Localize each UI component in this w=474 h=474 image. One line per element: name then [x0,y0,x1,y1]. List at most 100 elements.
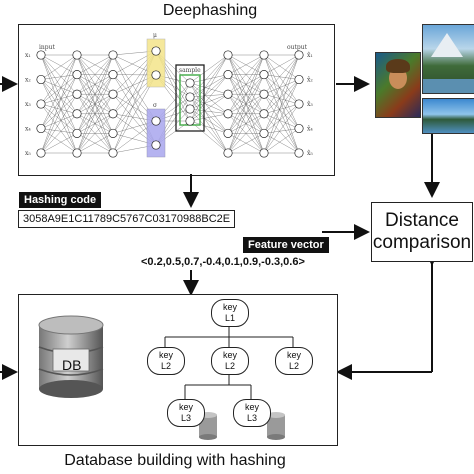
nn-node [108,109,118,119]
nn-connection [189,82,229,134]
nn-connection [40,128,78,154]
nn-node [294,74,304,85]
key-node-level: L3 [180,413,191,423]
input-node-label: x₅ [25,150,31,157]
nn-connection [76,54,114,154]
key-node-level: L3 [246,413,257,423]
nn-connection [76,113,114,154]
key-node-level: L2 [224,361,235,371]
input-label: input [39,44,55,51]
mountain-landscape-image [422,24,474,94]
nn-connection [263,54,300,80]
sigma-label: σ [153,102,157,109]
nn-node [185,92,195,102]
nn-connection [189,54,229,110]
nn-connection [263,54,300,134]
key-node-label: key [244,402,259,412]
hashing-code-label: Hashing code [19,192,102,208]
nn-connection [189,54,229,84]
database-building-title: Database building with hashing [64,452,286,469]
nn-node [72,50,82,60]
nn-connection [189,120,229,134]
nn-connection [263,103,300,134]
nn-connection [40,94,78,154]
nn-node [108,50,118,60]
deephashing-title: Deephashing [162,2,258,19]
nn-node [108,148,118,158]
nn-node [36,148,46,158]
nn-connection [227,54,265,95]
nn-connection [189,54,229,98]
nn-connection [189,74,229,122]
nn-connection [189,96,229,154]
key-node-level: L2 [288,361,299,371]
nn-connection [40,113,78,129]
portrait-painting-image [375,52,421,118]
nn-connection [189,74,229,110]
distance-comparison-box: Distance comparison [371,202,473,262]
nn-connection [112,74,157,154]
key-node-right: key L2 [275,347,313,375]
nn-connection [40,74,78,129]
key-node-leaf-1: key L3 [167,399,205,427]
nn-connection [76,74,114,154]
nn-connection [40,94,78,105]
database-panel: DB key L1 key L2 [18,294,338,446]
output-label: output [287,44,308,51]
nn-connection [263,74,300,80]
nn-connection [40,79,78,114]
nn-connection [263,94,300,105]
nn-node [36,123,46,134]
nn-node [223,70,233,80]
key-node-middle: key L2 [211,347,249,375]
nn-node [72,128,82,138]
nn-node [151,140,161,150]
nn-connection [40,74,78,154]
nn-node [223,109,233,119]
nn-connection [189,74,229,98]
nn-node [108,128,118,138]
nn-node [259,70,269,80]
nn-connection [40,103,78,134]
key-node-label: key [222,302,237,312]
nn-node [36,50,46,60]
key-node-level: L1 [224,313,235,323]
nn-node [72,89,82,99]
nn-connection [40,128,78,134]
nn-connection [263,79,300,95]
nn-connection [227,113,265,154]
nn-node [108,70,118,80]
nn-node [151,116,161,126]
nn-connection [263,128,300,134]
nn-connection [263,54,300,105]
nn-connection [227,133,265,154]
nn-connection [189,94,229,122]
leaf-db-icon-2 [267,412,285,440]
nn-node [294,50,304,60]
nn-connection [263,94,300,129]
key-node-left: key L2 [147,347,185,375]
nn-connection [189,54,229,122]
nn-connection [40,94,78,129]
key-node-label: key [286,350,301,360]
nn-connection [227,54,265,154]
nn-connection [189,120,229,154]
nn-connection [189,82,229,114]
nn-connection [263,54,300,75]
db-label: DB [62,357,82,373]
input-node-label: x₁ [25,52,31,59]
nn-node [185,116,195,126]
nn-node [223,89,233,99]
nn-node [259,89,269,99]
nn-connection [189,74,229,84]
input-node-label: x₂ [25,77,31,84]
nn-connection [189,113,229,122]
nn-node [72,70,82,80]
nn-connection [40,103,78,154]
nn-node [36,99,46,109]
nn-connection [40,54,78,80]
nn-connection [40,54,78,129]
sample-label: sample [179,67,201,74]
nn-node [151,46,161,56]
nn-connection [40,54,78,154]
